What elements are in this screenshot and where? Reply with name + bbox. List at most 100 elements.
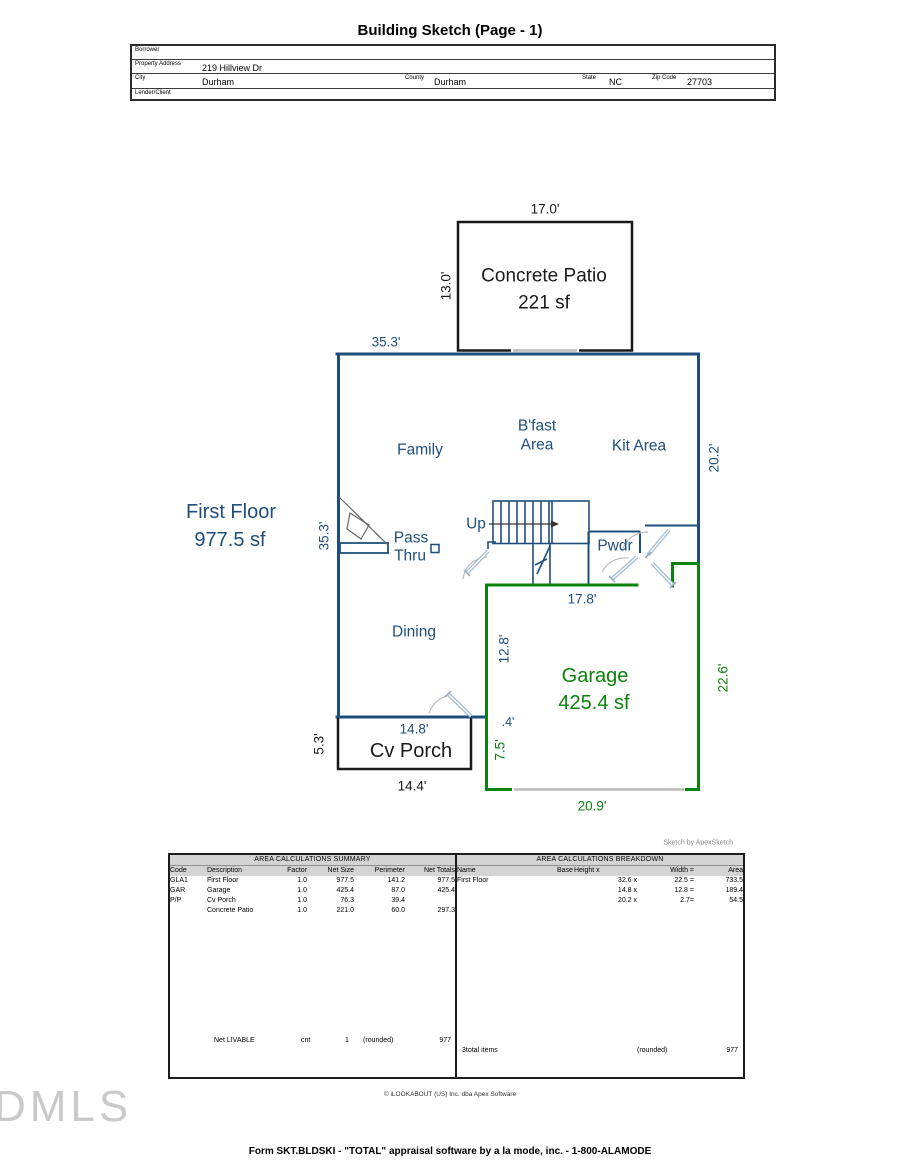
city-label: City xyxy=(135,75,146,81)
cell-name xyxy=(457,886,557,896)
cell-height: 14.8 x xyxy=(617,887,637,894)
breakdown-table: Name Base x Height x Width = Area First … xyxy=(457,866,743,906)
summary-panel: AREA CALCULATIONS SUMMARY Code Descripti… xyxy=(170,855,457,1077)
total-items-value: 977 xyxy=(726,1047,738,1054)
cell-base xyxy=(557,896,574,906)
rounded-label: (rounded) xyxy=(363,1037,394,1044)
breakdown-row: 14.8 x 12.8 = 189.4 xyxy=(457,886,743,896)
garage-side-dim: 12.8' xyxy=(496,634,512,664)
room-family: Family xyxy=(397,441,443,459)
cell-desc: Cv Porch xyxy=(207,897,236,904)
cell-area: 733.5 xyxy=(725,877,743,884)
garage-bottom-dim: 20.9' xyxy=(577,798,607,814)
cell-height: 20.2 x xyxy=(617,897,637,904)
cell-netsize: 76.3 xyxy=(340,897,354,904)
garage-door-opening xyxy=(512,786,685,793)
garage-offset-dim: .4' xyxy=(501,714,515,729)
garage-label: Garage xyxy=(561,665,629,687)
first-floor-top-dim: 35.3' xyxy=(371,334,401,350)
county-value: Durham xyxy=(434,77,467,87)
borrower-label: Borrower xyxy=(135,47,160,53)
county-label: County xyxy=(405,75,425,81)
cell-code xyxy=(170,906,207,916)
room-dining: Dining xyxy=(392,623,436,641)
state-value: NC xyxy=(609,77,622,87)
patio-outline xyxy=(456,220,634,352)
breakdown-title: AREA CALCULATIONS BREAKDOWN xyxy=(457,855,743,866)
cnt-label: cnt xyxy=(301,1037,311,1044)
summary-row: GAR Garage 1.0 425.4 87.0 425.4 xyxy=(170,886,455,896)
rounded-label: (rounded) xyxy=(637,1047,668,1054)
first-floor-right-dim: 20.2' xyxy=(706,443,722,473)
cell-nettotals: 977.5 xyxy=(437,877,455,884)
cell-nettotals xyxy=(405,896,455,906)
porch-outline xyxy=(336,718,473,771)
patio-height-dim: 13.0' xyxy=(438,271,454,301)
summary-header-factor: Factor xyxy=(269,866,307,876)
breakdown-header-area: Area xyxy=(694,866,743,876)
porch-top-dim: 14.8' xyxy=(399,721,429,737)
cell-width: 12.8 = xyxy=(674,887,694,894)
cell-netsize: 977.5 xyxy=(336,877,354,884)
breakdown-header-name: Name xyxy=(457,866,557,876)
property-address-value: 219 Hillview Dr xyxy=(202,63,263,73)
city-row: City Durham County Durham State NC Zip C… xyxy=(132,74,774,89)
cell-netsize: 221.0 xyxy=(336,907,354,914)
cell-perimeter: 141.2 xyxy=(387,877,405,884)
room-up: Up xyxy=(466,515,486,533)
patio-label: Concrete Patio xyxy=(481,265,607,287)
garage-area: 425.4 sf xyxy=(558,692,630,714)
borrower-row: Borrower xyxy=(132,46,774,60)
cell-name xyxy=(457,896,557,906)
net-livable-total: 977 xyxy=(439,1037,451,1044)
first-floor-area: 977.5 sf xyxy=(194,529,266,551)
first-floor-label: First Floor xyxy=(186,501,276,523)
breakdown-header-base: Base x xyxy=(557,866,574,876)
summary-header-netsize: Net Size xyxy=(307,866,354,876)
cell-desc: Garage xyxy=(207,887,231,894)
cell-factor: 1.0 xyxy=(297,877,307,884)
cell-width: 2.7= xyxy=(680,897,694,904)
cell-code: P/P xyxy=(170,897,182,904)
breakdown-header-width: Width = xyxy=(637,866,694,876)
room-pass-line2: Thru xyxy=(394,547,426,565)
fireplace xyxy=(338,496,390,547)
up-arrow-icon xyxy=(489,520,559,528)
cell-perimeter: 87.0 xyxy=(391,887,405,894)
cell-code: GAR xyxy=(170,887,186,894)
cell-desc: Concrete Patio xyxy=(207,907,254,914)
cell-base xyxy=(557,876,574,886)
form-footer-line: Form SKT.BLDSKI - "TOTAL" appraisal soft… xyxy=(248,1146,652,1157)
summary-row: P/P Cv Porch 1.0 76.3 39.4 xyxy=(170,896,455,906)
summary-header-desc: Description xyxy=(207,866,269,876)
cell-factor: 1.0 xyxy=(297,887,307,894)
property-address-row: Property Address 219 Hillview Dr xyxy=(132,60,774,74)
cell-area: 189.4 xyxy=(725,887,743,894)
breakdown-header-height: Height x xyxy=(574,866,637,876)
cell-name: First Floor xyxy=(457,877,489,884)
cell-width: 22.5 = xyxy=(674,877,694,884)
summary-title: AREA CALCULATIONS SUMMARY xyxy=(170,855,455,866)
lender-row: Lender/Client xyxy=(132,89,774,102)
cell-factor: 1.0 xyxy=(297,897,307,904)
sketch-credit: Sketch by ApexSketch xyxy=(663,839,733,847)
first-floor-left-dim: 35.3' xyxy=(316,521,332,551)
cell-base xyxy=(557,886,574,896)
porch-left-dim: 5.3' xyxy=(311,733,327,755)
area-calculations: AREA CALCULATIONS SUMMARY Code Descripti… xyxy=(168,853,745,1079)
summary-header-nettotals: Net Totals xyxy=(405,866,455,876)
lender-label: Lender/Client xyxy=(135,90,171,96)
cnt-value: 1 xyxy=(345,1037,349,1044)
cell-area: 54.5 xyxy=(729,897,743,904)
state-label: State xyxy=(582,75,597,81)
first-floor-walls xyxy=(335,352,700,719)
patio-width-dim: 17.0' xyxy=(530,201,560,217)
porch-bottom-dim: 14.4' xyxy=(397,778,427,794)
cell-nettotals: 297.3 xyxy=(437,907,455,914)
interior-walls xyxy=(587,524,697,585)
patio-door-opening xyxy=(511,347,579,354)
apex-copyright: © iLOOKABOUT (US) Inc. dba Apex Software xyxy=(383,1091,517,1098)
room-pwdr: Pwdr xyxy=(597,537,633,555)
stairs xyxy=(487,500,590,585)
